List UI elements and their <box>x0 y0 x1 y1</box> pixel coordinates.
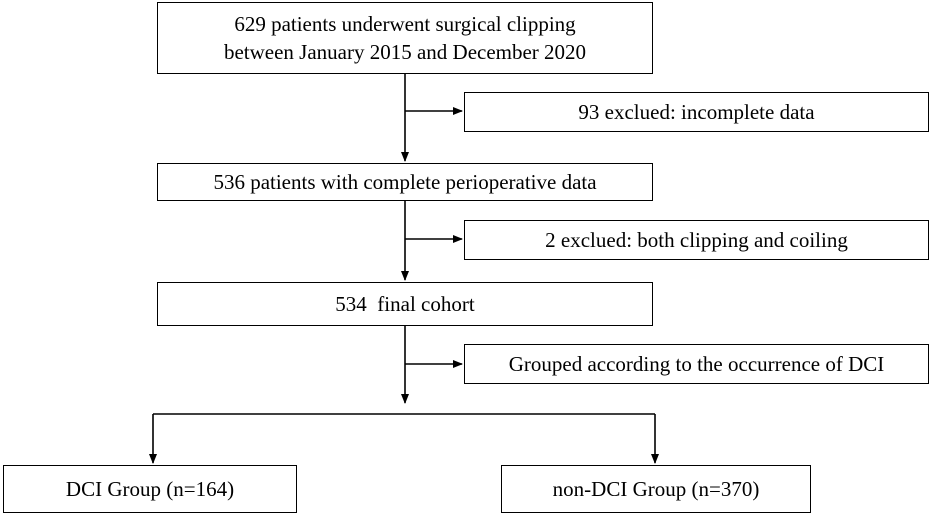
grouping-text: Grouped according to the occurrence of D… <box>508 352 885 376</box>
box-nondci-group: non-DCI Group (n=370) <box>501 465 811 513</box>
exclusion1-text: 93 exclued: incomplete data <box>578 100 815 124</box>
initial-line-1: 629 patients underwent surgical clipping <box>234 12 576 36</box>
box-exclusion-both: 2 exclued: both clipping and coiling <box>464 220 929 260</box>
dci-text: DCI Group (n=164) <box>65 477 235 501</box>
box-initial-patients: 629 patients underwent surgical clipping… <box>157 2 653 74</box>
box-grouping: Grouped according to the occurrence of D… <box>464 344 929 384</box>
box-dci-group: DCI Group (n=164) <box>3 465 297 513</box>
box-exclusion-incomplete: 93 exclued: incomplete data <box>464 92 929 132</box>
box-complete-data: 536 patients with complete perioperative… <box>157 163 653 201</box>
complete-text: 536 patients with complete perioperative… <box>213 170 597 194</box>
box-final-cohort: 534 final cohort <box>157 282 653 326</box>
exclusion2-text: 2 exclued: both clipping and coiling <box>545 228 848 252</box>
initial-line-2: between January 2015 and December 2020 <box>223 40 587 64</box>
final-text: 534 final cohort <box>335 292 475 316</box>
nondci-text: non-DCI Group (n=370) <box>552 477 760 501</box>
